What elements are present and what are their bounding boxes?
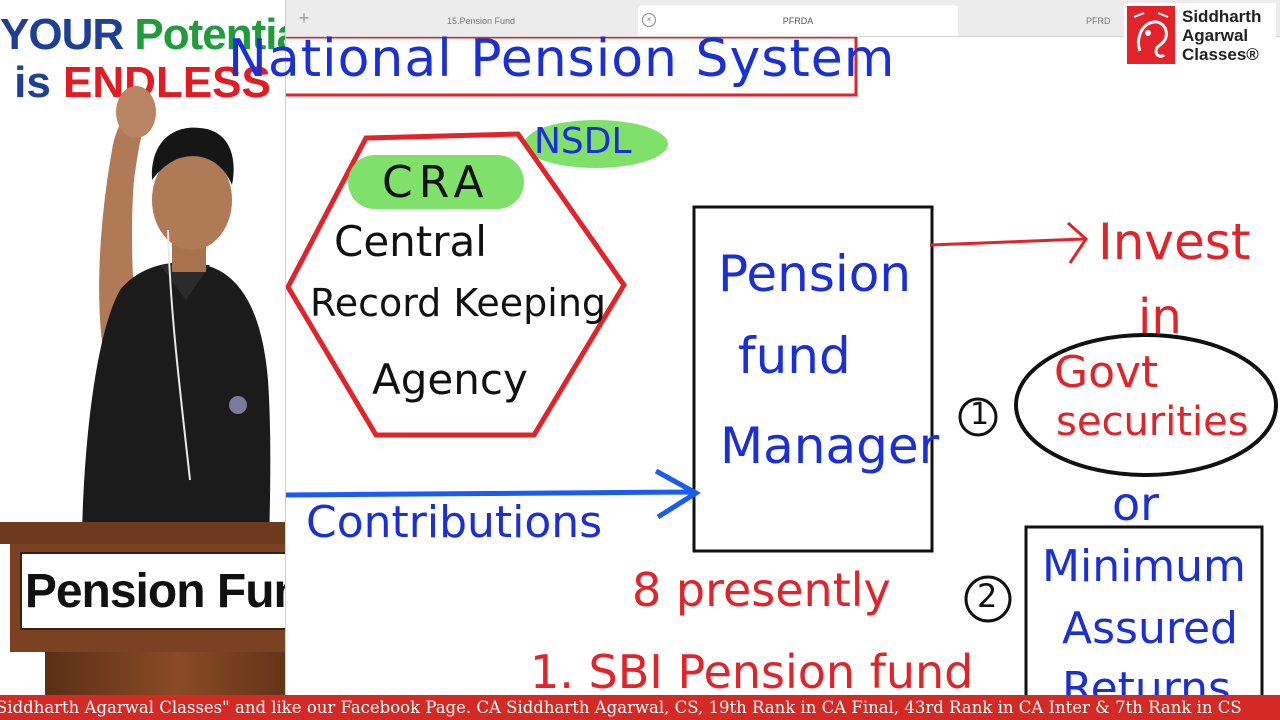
brand-line-1: Siddharth bbox=[1182, 7, 1261, 26]
pfm-line-2: fund bbox=[738, 327, 851, 385]
tab-label: PFRD bbox=[1086, 16, 1111, 26]
invest-label: Invest bbox=[1098, 213, 1250, 271]
presenter-panel: YOUR Potential is ENDLESS Pension Fund bbox=[0, 0, 286, 695]
podium-top bbox=[0, 522, 286, 544]
close-icon[interactable]: × bbox=[642, 13, 656, 27]
list-item-1: 1. SBI Pension fund bbox=[530, 645, 973, 699]
option-1-line-1: Govt bbox=[1054, 347, 1158, 398]
option-2-line-1: Minimum bbox=[1042, 541, 1246, 592]
podium-title: Pension Fund bbox=[25, 564, 286, 619]
promo-your: YOUR bbox=[0, 10, 134, 59]
presenter-figure bbox=[0, 60, 285, 580]
brand-logo: Siddharth Agarwal Classes® bbox=[1124, 3, 1276, 67]
ganesha-logo-icon bbox=[1126, 5, 1176, 65]
presently-label: 8 presently bbox=[632, 563, 891, 617]
nsdl-label: NSDL bbox=[534, 121, 632, 162]
option-1-number: 1 bbox=[970, 397, 989, 432]
pfm-line-3: Manager bbox=[720, 417, 939, 475]
cra-label: CRA bbox=[382, 157, 490, 208]
ticker-text: Siddharth Agarwal Classes" and like our … bbox=[0, 697, 1242, 718]
whiteboard-canvas: National Pension System NSDL CRA Central… bbox=[286, 37, 1280, 695]
brand-name: Siddharth Agarwal Classes® bbox=[1182, 7, 1261, 64]
podium-body bbox=[45, 652, 286, 695]
cra-line-3: Agency bbox=[372, 355, 528, 404]
podium-title-card: Pension Fund bbox=[20, 552, 286, 630]
option-2-line-2: Assured bbox=[1062, 603, 1238, 654]
in-label: in bbox=[1138, 289, 1182, 345]
tab-label: PFRDA bbox=[783, 16, 814, 26]
tab-label: 15.Pension Fund bbox=[447, 16, 515, 26]
cra-line-2: Record Keeping bbox=[310, 281, 606, 325]
option-1-line-2: securities bbox=[1056, 399, 1249, 445]
option-2-number: 2 bbox=[977, 577, 997, 615]
board-title: National Pension System bbox=[228, 29, 895, 89]
brand-line-2: Agarwal bbox=[1182, 26, 1261, 45]
or-label: or bbox=[1112, 477, 1159, 531]
podium: Pension Fund bbox=[0, 522, 286, 695]
brand-line-3: Classes® bbox=[1182, 45, 1261, 64]
cra-line-1: Central bbox=[334, 217, 487, 266]
pfm-line-1: Pension bbox=[718, 245, 911, 303]
contributions-label: Contributions bbox=[306, 497, 602, 548]
plus-icon[interactable]: + bbox=[294, 8, 314, 28]
news-ticker: Siddharth Agarwal Classes" and like our … bbox=[0, 695, 1280, 720]
invest-arrow bbox=[930, 223, 1086, 263]
